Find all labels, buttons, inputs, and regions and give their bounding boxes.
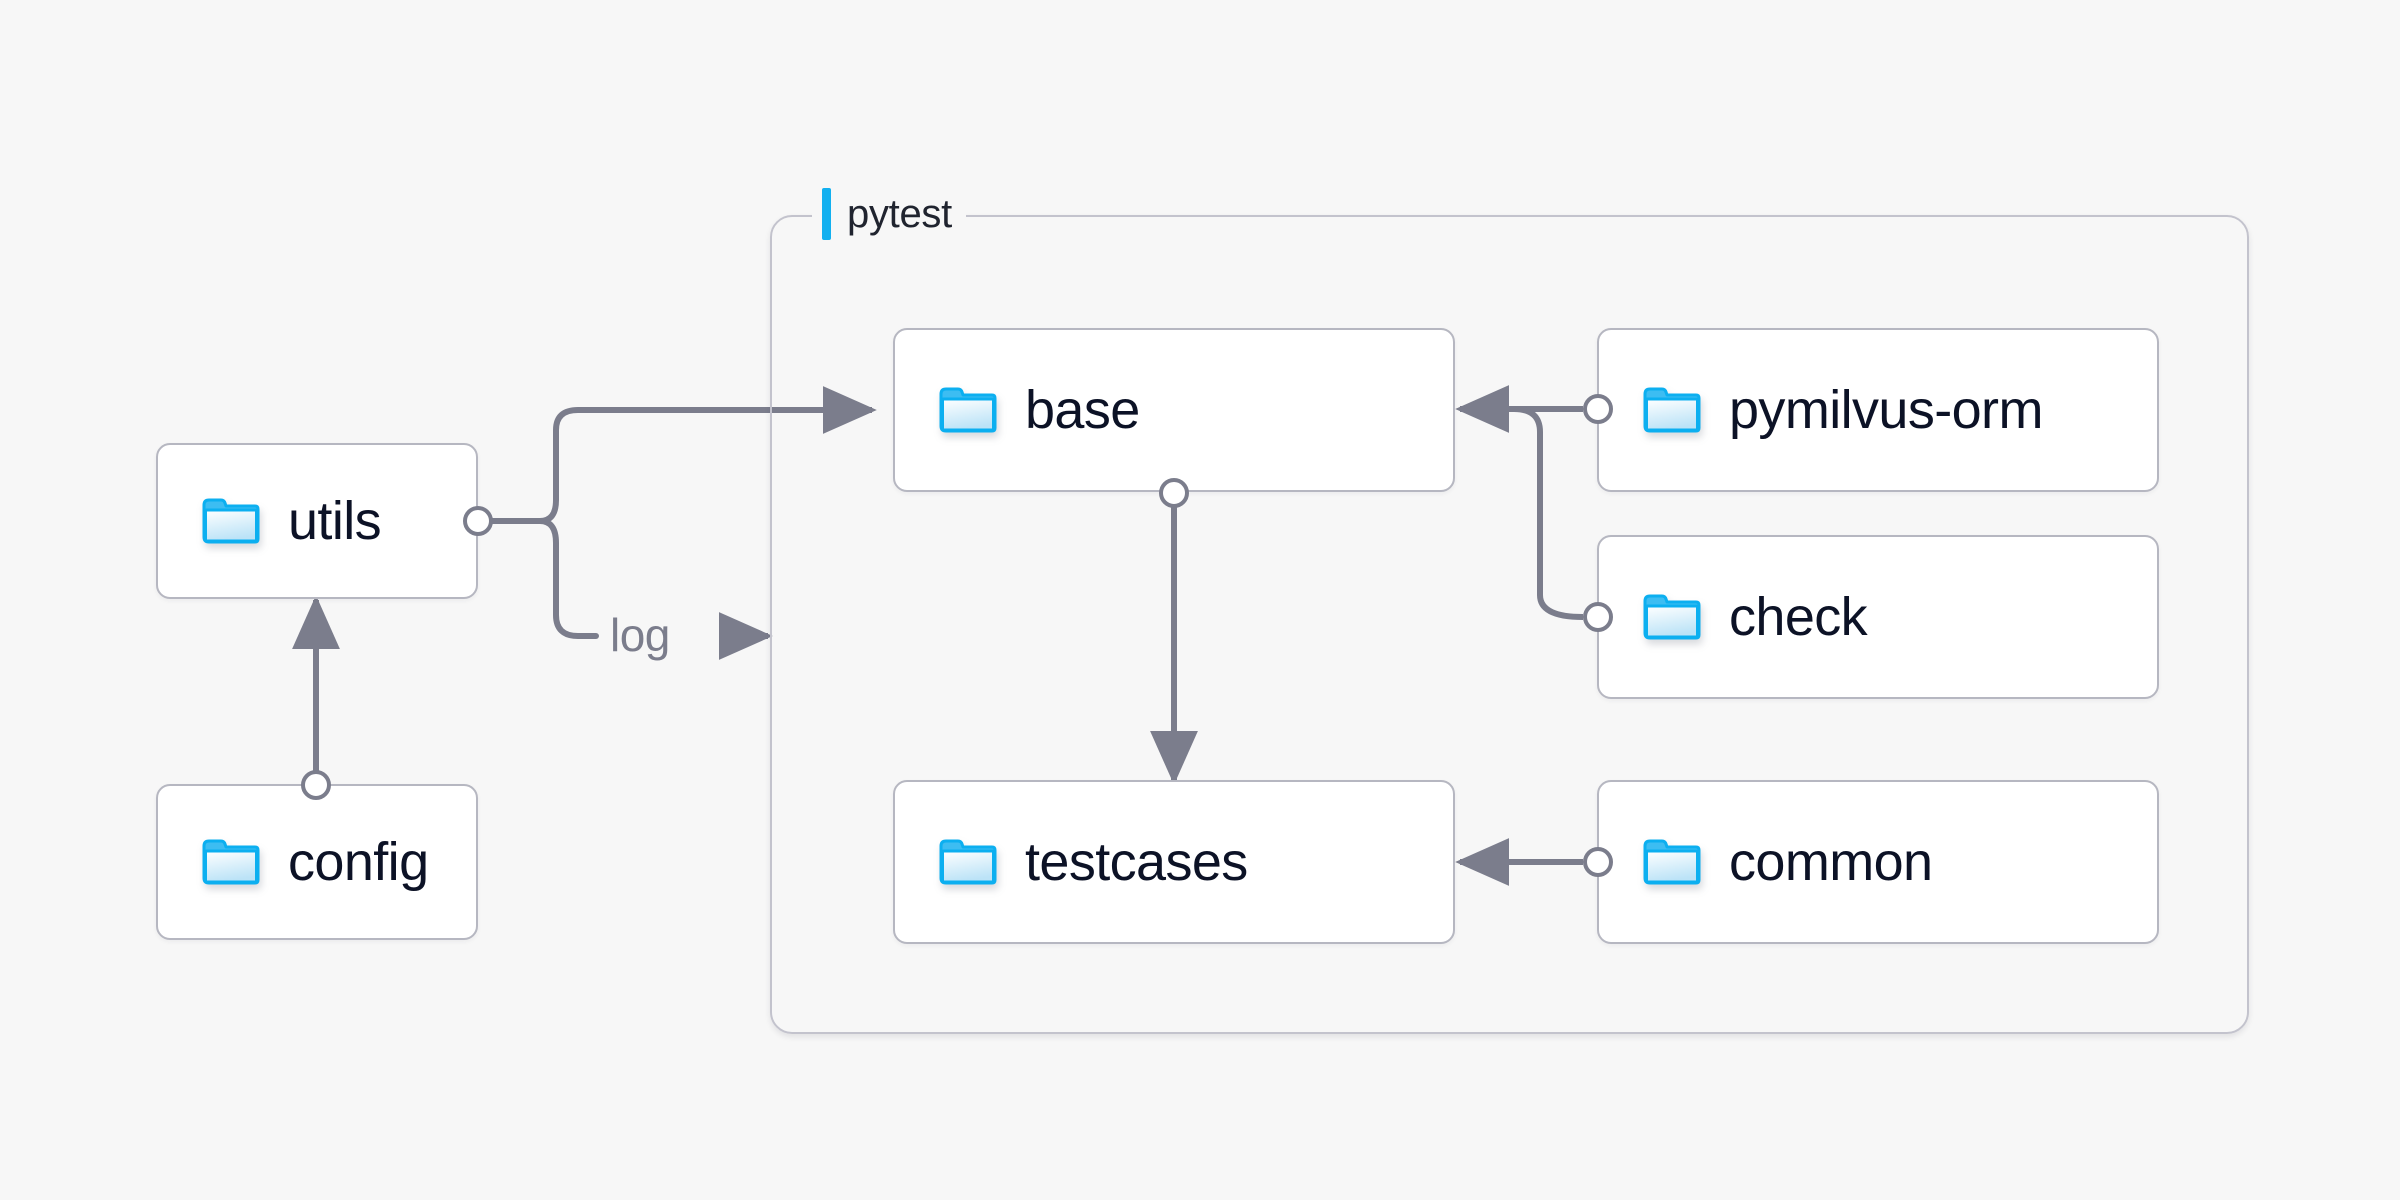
node-testcases-label: testcases [1025,832,1248,892]
group-pytest-label: pytest [812,186,966,242]
group-pytest-label-text: pytest [847,191,952,236]
edge-check-to-base [1455,385,1584,620]
folder-icon [1643,593,1701,641]
port-utils-right[interactable] [463,506,493,536]
folder-icon [202,838,260,886]
node-utils[interactable]: utils [156,443,478,599]
node-common[interactable]: common [1597,780,2159,944]
folder-icon [939,838,997,886]
folder-icon [1643,386,1701,434]
port-base-bottom[interactable] [1159,478,1189,508]
node-config[interactable]: config [156,784,478,940]
node-pymilvus-orm-label: pymilvus-orm [1729,380,2043,440]
node-check-label: check [1729,587,1868,647]
node-common-label: common [1729,832,1933,892]
node-base[interactable]: base [893,328,1455,492]
node-testcases[interactable]: testcases [893,780,1455,944]
edge-utils-to-pytest-log [537,518,599,639]
node-pymilvus-orm[interactable]: pymilvus-orm [1597,328,2159,492]
folder-icon [1643,838,1701,886]
port-check-left[interactable] [1583,602,1613,632]
folder-icon [939,386,997,434]
node-utils-label: utils [288,491,382,551]
edge-utils-to-base [539,386,877,524]
port-common-left[interactable] [1583,847,1613,877]
edge-label-log: log [600,608,680,662]
node-check[interactable]: check [1597,535,2159,699]
port-config-top[interactable] [301,770,331,800]
node-config-label: config [288,832,429,892]
group-accent-bar [822,188,831,240]
node-base-label: base [1025,380,1140,440]
port-pymilvus-orm-left[interactable] [1583,394,1613,424]
folder-icon [202,497,260,545]
